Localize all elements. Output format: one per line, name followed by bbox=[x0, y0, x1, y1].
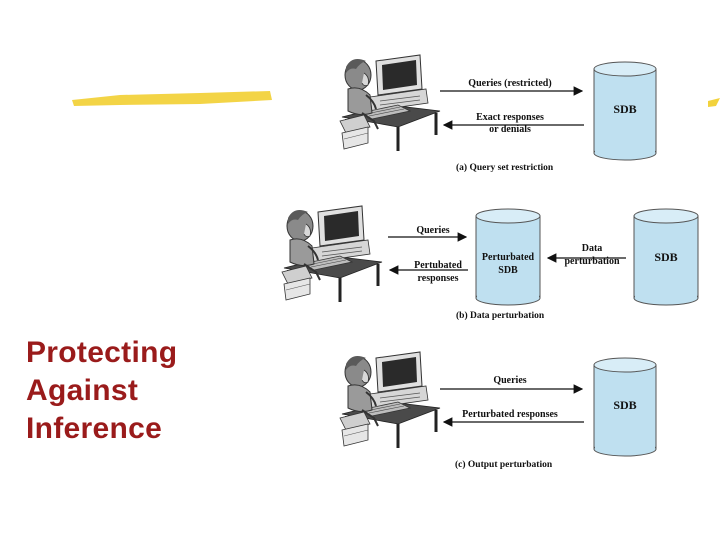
responses-label: Perturbated responses bbox=[462, 409, 558, 420]
queries-label: Queries bbox=[416, 225, 449, 236]
sdb-label: SDB bbox=[613, 398, 636, 412]
responses-label-line2: responses bbox=[418, 273, 459, 284]
perturbated-sdb-database-icon bbox=[475, 208, 541, 306]
queries-label: Queries (restricted) bbox=[468, 78, 551, 89]
responses-label-line1: Pertubated bbox=[414, 260, 462, 271]
user-computer-icon bbox=[338, 350, 442, 450]
data-perturbation-label-line1: Data bbox=[582, 243, 603, 254]
sdb-database-icon bbox=[593, 357, 657, 457]
sdb-database-icon bbox=[593, 61, 657, 161]
sdb-database-icon bbox=[633, 208, 699, 306]
caption-a: (a) Query set restriction bbox=[456, 162, 554, 173]
sdb-label: SDB bbox=[654, 250, 677, 264]
user-computer-icon bbox=[280, 204, 384, 304]
caption-c: (c) Output perturbation bbox=[455, 459, 553, 470]
data-perturbation-label-line2: perturbation bbox=[565, 256, 620, 267]
panel-b: Queries Pertubated responses Perturbated… bbox=[280, 204, 699, 321]
panel-a: Queries (restricted) Exact responses or … bbox=[338, 53, 657, 173]
queries-label: Queries bbox=[493, 375, 526, 386]
slide-title: Protecting Against Inference bbox=[26, 334, 276, 448]
user-computer-icon bbox=[338, 53, 442, 153]
caption-b: (b) Data perturbation bbox=[456, 310, 545, 321]
title-line-3: Inference bbox=[26, 412, 163, 445]
accent-stroke-tip bbox=[708, 98, 720, 107]
responses-label-line2: or denials bbox=[489, 124, 531, 135]
perturbated-sdb-label-line2: SDB bbox=[498, 265, 518, 276]
sdb-label: SDB bbox=[613, 102, 636, 116]
perturbated-sdb-label-line1: Perturbated bbox=[482, 252, 535, 263]
responses-label-line1: Exact responses bbox=[476, 112, 544, 123]
panel-c: Queries Perturbated responses SDB (c) Ou… bbox=[338, 350, 657, 470]
title-line-1: Protecting bbox=[26, 336, 178, 369]
accent-stroke bbox=[72, 91, 272, 106]
title-line-2: Against bbox=[26, 374, 139, 407]
